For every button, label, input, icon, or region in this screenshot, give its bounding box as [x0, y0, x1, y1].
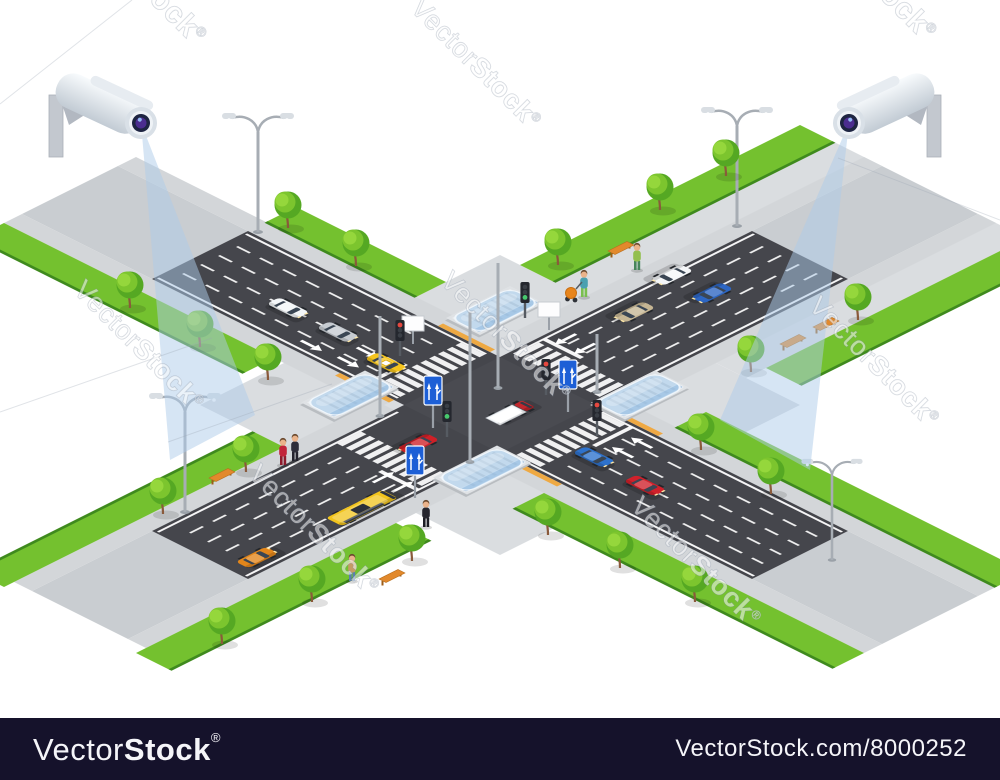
- traffic-light-lit-red: [594, 402, 600, 408]
- image-url: VectorStock.com/8000252: [675, 735, 967, 762]
- grass-strips: [0, 125, 1000, 670]
- watermark-text: VectorStock®: [405, 0, 547, 135]
- pole: [465, 312, 475, 464]
- traffic-light-lit-green: [444, 414, 450, 419]
- traffic-light-red: [592, 400, 602, 436]
- watermark-line: [167, 383, 333, 443]
- logo-text-bold: Stock: [123, 732, 211, 767]
- traffic-light-lit-green: [522, 295, 528, 300]
- zebra-crossings: [337, 342, 625, 486]
- taxi-roof-sign: [380, 360, 392, 366]
- traffic-light-green: [520, 282, 530, 318]
- tree: [397, 523, 430, 568]
- pedestrian-tip-zones: [22, 166, 978, 644]
- watermark-text: VectorStock®: [56, 0, 213, 52]
- pedestrians: [277, 242, 643, 584]
- pole: [493, 263, 503, 390]
- traffic-light-red: [541, 359, 551, 395]
- surveillance-cone-left: [141, 123, 255, 460]
- pole: [592, 334, 602, 394]
- watermark-line: [837, 157, 1000, 221]
- grass-edges: [0, 141, 1000, 671]
- baby-stroller: [565, 281, 583, 303]
- crossroads-illustration: VectorStock®VectorStock®VectorStock®Vect…: [0, 0, 1000, 671]
- registered-mark: ®: [210, 730, 221, 745]
- watermark-text: VectorStock®: [786, 0, 943, 48]
- vectorstock-logo: VectorStock®: [33, 730, 221, 768]
- watermark-line: [0, 0, 133, 105]
- watermark-footer-bar: VectorStock® VectorStock.com/8000252: [0, 718, 1000, 780]
- vehicles: [233, 261, 736, 571]
- traffic-light-lit-red: [397, 322, 403, 328]
- traffic-light-green: [442, 401, 452, 437]
- watermark-line: [0, 337, 213, 413]
- camera-view-cones: [141, 123, 849, 470]
- street-furniture: [395, 282, 602, 499]
- surveillance-cone-right: [720, 123, 849, 470]
- masts: [375, 263, 602, 464]
- logo-text-light: Vector: [33, 732, 124, 767]
- bench: [378, 569, 406, 586]
- traffic-light-lit-red: [543, 361, 549, 367]
- asphalt-roads: [152, 231, 848, 579]
- traffic-light-red: [395, 320, 405, 356]
- pole: [375, 316, 385, 418]
- vehicle-yellow-taxi: [359, 351, 414, 379]
